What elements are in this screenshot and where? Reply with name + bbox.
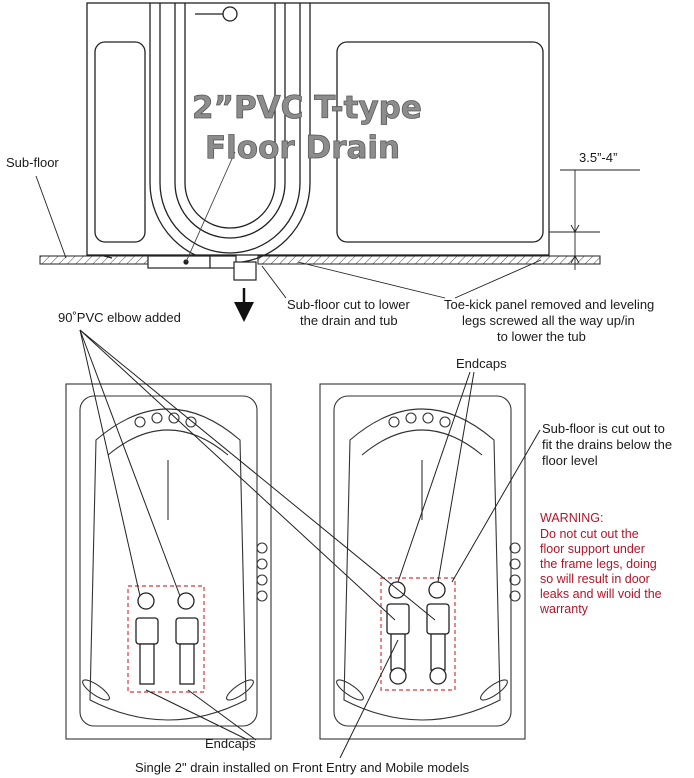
subfloor-left (39, 255, 149, 265)
drain-pipe (147, 151, 257, 281)
label-endcaps-top: Endcaps (456, 356, 507, 371)
title-line-2: Floor Drain (205, 130, 400, 166)
label-subfloor-out-3: floor level (542, 453, 598, 468)
label-subfloor-out-1: Sub-floor is cut out to (542, 421, 665, 436)
warning-line-5: leaks and will void the (540, 587, 662, 601)
label-subfloor: Sub-floor (6, 155, 59, 170)
leader-lines (79, 329, 541, 759)
label-toekick-2: legs screwed all the way up/in (462, 313, 635, 328)
label-dimension: 3.5”-4” (579, 150, 617, 165)
warning-heading: WARNING: (540, 511, 603, 525)
label-subfloor-cut-2: the drain and tub (300, 313, 398, 328)
top-view-left-tub (65, 383, 272, 740)
drain-assembly-right (386, 581, 450, 685)
warning-block: WARNING: Do not cut out the floor suppor… (539, 511, 662, 616)
highlight-box-left (127, 585, 205, 693)
caption: Single 2" drain installed on Front Entry… (135, 760, 470, 775)
top-view-right-tub (319, 383, 526, 740)
label-subfloor-out-2: fit the drains below the (542, 437, 672, 452)
drain-assembly-left (135, 592, 199, 685)
label-subfloor-cut-1: Sub-floor cut to lower (287, 297, 411, 312)
highlight-box-right (380, 577, 456, 691)
warning-line-1: Do not cut out the (540, 527, 639, 541)
title-line-1: 2”PVC T-type (192, 90, 422, 126)
label-elbow: 90˚PVC elbow added (58, 310, 181, 325)
subfloor-right (257, 255, 601, 265)
label-toekick-3: to lower the tub (497, 329, 586, 344)
dimension-marker (549, 169, 640, 270)
label-toekick-1: Toe-kick panel removed and leveling (444, 297, 654, 312)
warning-line-4: so will result in door (540, 572, 650, 586)
warning-line-3: the frame legs, doing (540, 557, 657, 571)
label-endcaps-bottom: Endcaps (205, 736, 256, 751)
warning-line-6: warranty (539, 602, 589, 616)
warning-line-2: floor support under (540, 542, 645, 556)
